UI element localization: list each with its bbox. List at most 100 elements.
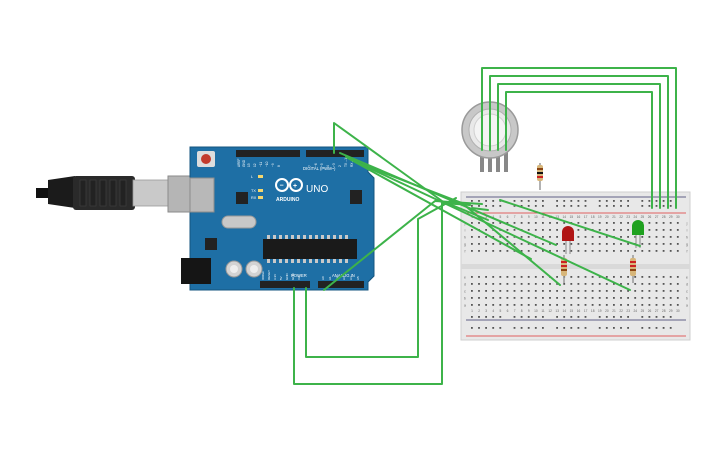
breadboard-hole[interactable] (485, 243, 487, 245)
breadboard-hole[interactable] (613, 243, 615, 245)
breadboard-hole[interactable] (577, 297, 580, 299)
breadboard-hole[interactable] (499, 297, 502, 299)
breadboard-hole[interactable] (478, 236, 480, 238)
breadboard-hole[interactable] (534, 283, 537, 285)
usb-cable[interactable] (36, 175, 215, 213)
breadboard-hole[interactable] (641, 297, 644, 299)
breadboard-hole[interactable] (648, 205, 651, 207)
breadboard-hole[interactable] (648, 290, 651, 292)
breadboard-hole[interactable] (598, 222, 601, 224)
breadboard-hole[interactable] (556, 283, 558, 285)
breadboard-hole[interactable] (641, 200, 644, 202)
wire-5v[interactable] (305, 197, 457, 358)
breadboard-hole[interactable] (627, 200, 629, 202)
breadboard-hole[interactable] (570, 316, 573, 318)
breadboard-hole[interactable] (591, 290, 594, 292)
breadboard-hole[interactable] (485, 250, 487, 252)
breadboard-hole[interactable] (676, 229, 679, 231)
breadboard-hole[interactable] (620, 283, 622, 285)
breadboard-hole[interactable] (556, 243, 558, 245)
breadboard-hole[interactable] (570, 290, 573, 292)
breadboard-hole[interactable] (527, 222, 530, 224)
breadboard-hole[interactable] (591, 250, 594, 252)
breadboard-hole[interactable] (513, 327, 516, 329)
breadboard-hole[interactable] (549, 283, 551, 285)
breadboard-hole[interactable] (676, 297, 679, 299)
breadboard-hole[interactable] (520, 200, 523, 202)
breadboard-hole[interactable] (542, 316, 544, 318)
breadboard-hole[interactable] (520, 297, 523, 299)
breadboard-hole[interactable] (499, 290, 502, 292)
breadboard-hole[interactable] (641, 250, 644, 252)
breadboard-hole[interactable] (613, 200, 615, 202)
breadboard-hole[interactable] (655, 283, 658, 285)
breadboard-hole[interactable] (598, 236, 601, 238)
breadboard-hole[interactable] (563, 283, 566, 285)
breadboard-hole[interactable] (605, 316, 608, 318)
breadboard-hole[interactable] (478, 222, 480, 224)
breadboard-hole[interactable] (492, 200, 495, 202)
breadboard-hole[interactable] (598, 229, 601, 231)
breadboard-hole[interactable] (655, 250, 658, 252)
breadboard-hole[interactable] (620, 243, 622, 245)
breadboard-hole[interactable] (598, 205, 601, 207)
breadboard-hole[interactable] (584, 297, 587, 299)
breadboard-hole[interactable] (499, 316, 502, 318)
breadboard-hole[interactable] (527, 283, 530, 285)
breadboard-hole[interactable] (613, 205, 615, 207)
breadboard-hole[interactable] (662, 236, 665, 238)
breadboard-hole[interactable] (485, 283, 487, 285)
breadboard-hole[interactable] (577, 316, 580, 318)
breadboard-hole[interactable] (513, 276, 516, 278)
breadboard-hole[interactable] (584, 283, 587, 285)
breadboard-hole[interactable] (513, 316, 516, 318)
wire-d-b[interactable] (339, 152, 557, 246)
breadboard-hole[interactable] (556, 304, 558, 306)
breadboard-hole[interactable] (662, 250, 665, 252)
breadboard-hole[interactable] (627, 283, 629, 285)
breadboard-hole[interactable] (577, 205, 580, 207)
breadboard-hole[interactable] (542, 243, 544, 245)
breadboard-hole[interactable] (542, 290, 544, 292)
breadboard-hole[interactable] (471, 200, 473, 202)
breadboard-hole[interactable] (534, 229, 537, 231)
breadboard-hole[interactable] (655, 316, 658, 318)
breadboard-hole[interactable] (534, 200, 537, 202)
breadboard-hole[interactable] (605, 243, 608, 245)
breadboard-hole[interactable] (556, 222, 558, 224)
breadboard-hole[interactable] (634, 236, 637, 238)
breadboard-hole[interactable] (627, 327, 629, 329)
breadboard-hole[interactable] (534, 243, 537, 245)
breadboard-hole[interactable] (641, 243, 644, 245)
breadboard-hole[interactable] (556, 205, 558, 207)
breadboard-hole[interactable] (471, 327, 473, 329)
breadboard-hole[interactable] (527, 304, 530, 306)
breadboard-hole[interactable] (527, 250, 530, 252)
breadboard-hole[interactable] (655, 297, 658, 299)
breadboard-hole[interactable] (662, 200, 665, 202)
breadboard-hole[interactable] (542, 222, 544, 224)
breadboard-hole[interactable] (542, 236, 544, 238)
breadboard-hole[interactable] (520, 250, 523, 252)
breadboard-hole[interactable] (655, 327, 658, 329)
breadboard-hole[interactable] (634, 297, 637, 299)
breadboard-hole[interactable] (676, 276, 679, 278)
breadboard-hole[interactable] (542, 276, 544, 278)
breadboard-hole[interactable] (556, 200, 558, 202)
breadboard-hole[interactable] (527, 316, 530, 318)
breadboard-hole[interactable] (471, 243, 473, 245)
breadboard-hole[interactable] (527, 243, 530, 245)
breadboard-hole[interactable] (641, 316, 644, 318)
breadboard-hole[interactable] (520, 276, 523, 278)
analog-header[interactable] (318, 281, 364, 288)
breadboard-hole[interactable] (655, 205, 658, 207)
breadboard-hole[interactable] (613, 304, 615, 306)
breadboard-hole[interactable] (577, 304, 580, 306)
breadboard-hole[interactable] (492, 222, 495, 224)
breadboard-hole[interactable] (549, 229, 551, 231)
breadboard-hole[interactable] (584, 316, 587, 318)
breadboard-hole[interactable] (620, 250, 622, 252)
breadboard-hole[interactable] (570, 304, 573, 306)
breadboard-hole[interactable] (499, 304, 502, 306)
breadboard-hole[interactable] (478, 283, 480, 285)
